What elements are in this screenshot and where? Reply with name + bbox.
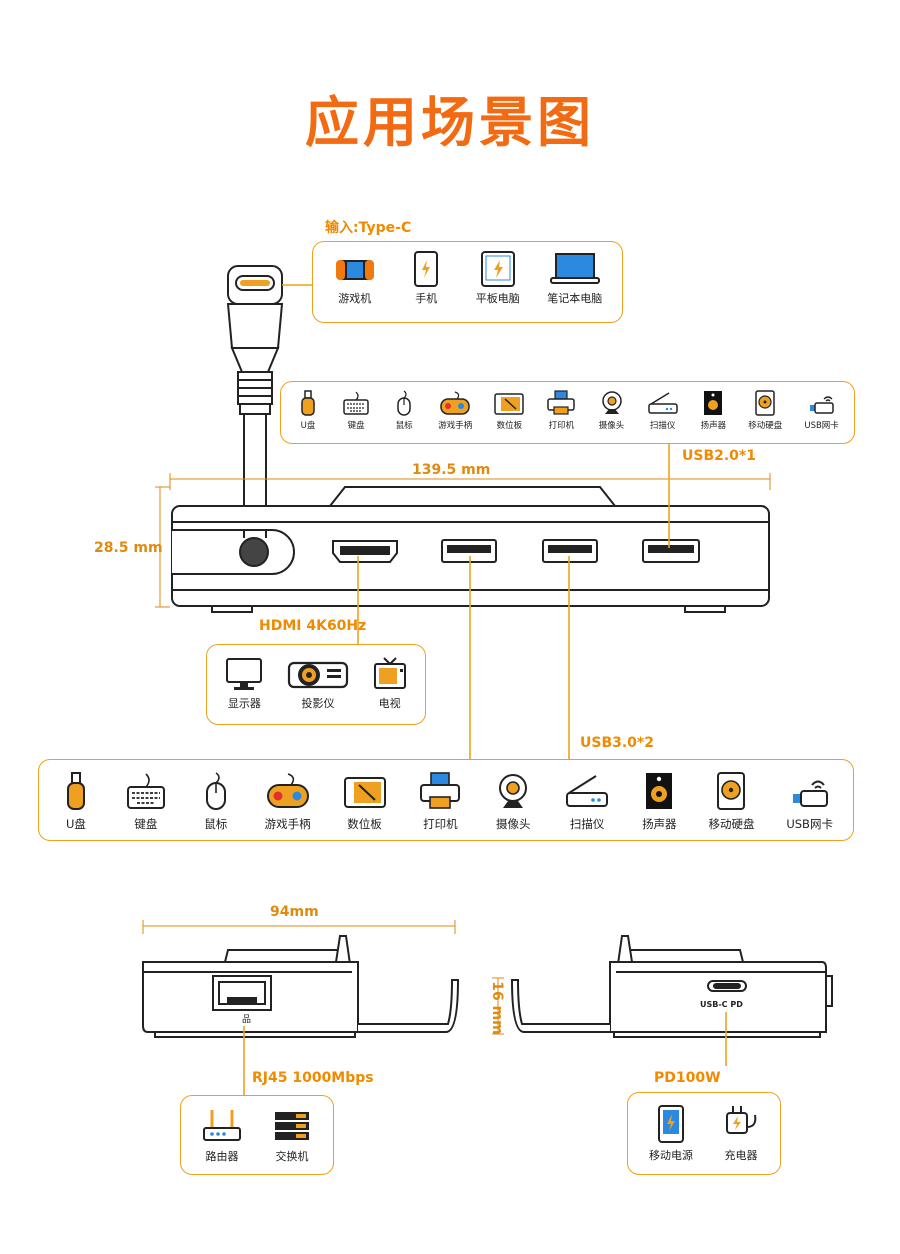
input-item: 游戏机 (333, 252, 377, 306)
hub-front-body (171, 486, 770, 613)
webcam-icon (499, 774, 528, 808)
phone-icon (414, 251, 439, 287)
printer-icon (547, 390, 576, 415)
rj45-devices-box: 路由器 交换机 (180, 1095, 334, 1175)
usb3-devices-box: U盘 键盘 鼠标 游戏手柄 数位板 打印机 摄像头 扫描仪 扬声器 移动硬盘 U… (38, 759, 854, 841)
charger-icon (726, 1106, 757, 1134)
usb2-label: USB2.0*1 (682, 448, 756, 464)
page-title: 应用场景图 (305, 91, 595, 154)
rj45-item: 交换机 (272, 1108, 312, 1164)
pd-item: 移动电源 (649, 1105, 693, 1163)
projector-icon (287, 661, 349, 689)
usb3-item: 键盘 (125, 772, 167, 832)
monitor-icon (226, 658, 263, 690)
usb3-item: 摄像头 (494, 772, 532, 832)
side-width-dimension: 94mm (270, 904, 319, 920)
usb3-item: 打印机 (418, 772, 462, 832)
drawing-tablet-icon (494, 393, 525, 415)
usb3-item: 游戏手柄 (265, 772, 311, 832)
input-devices-box: 游戏机 手机 平板电脑 笔记本电脑 (312, 241, 623, 323)
usb2-item: U盘 (296, 390, 320, 431)
hub-side-pd (510, 935, 833, 1038)
pd-label: PD100W (654, 1070, 721, 1086)
usb2-item: 数位板 (494, 390, 525, 431)
usb-drive-icon (66, 772, 85, 810)
switch-icon (275, 1112, 309, 1140)
power-bank-icon (658, 1105, 684, 1143)
side-height-dimension: 16 mm (488, 981, 505, 1035)
lan-icon: 品 (242, 1014, 251, 1025)
usb-wifi-icon (792, 780, 828, 807)
router-icon (203, 1110, 241, 1141)
hdmi-item: 电视 (372, 657, 408, 711)
usb3-item: 扫描仪 (564, 772, 610, 832)
usb3-item: 移动硬盘 (708, 772, 754, 832)
mouse-icon (205, 772, 226, 810)
usb2-item: 摄像头 (599, 390, 625, 431)
scanner-icon (566, 775, 609, 807)
external-hdd-icon (755, 390, 776, 416)
hdmi-item: 显示器 (224, 657, 264, 711)
tv-icon (373, 657, 406, 689)
usb3-item: U盘 (59, 772, 93, 832)
scanner-icon (647, 392, 678, 414)
usb2-item: 键盘 (342, 390, 370, 431)
usb3-item: USB网卡 (786, 772, 833, 832)
usb3-item: 扬声器 (642, 772, 677, 832)
usb2-item: 鼠标 (392, 390, 416, 431)
pd-port-label: USB-C PD (700, 1000, 743, 1009)
drawing-tablet-icon (343, 777, 386, 808)
input-item: 手机 (404, 251, 448, 306)
usb2-item: 游戏手柄 (438, 390, 472, 431)
usb2-item: 扬声器 (701, 390, 726, 431)
printer-icon (420, 772, 461, 809)
type-c-cable (226, 265, 284, 530)
usb3-label: USB3.0*2 (580, 735, 654, 751)
keyboard-icon (343, 391, 369, 415)
speaker-icon (646, 773, 673, 809)
external-hdd-icon (717, 772, 746, 810)
rj45-label: RJ45 1000Mbps (252, 1070, 374, 1086)
hdmi-label: HDMI 4K60Hz (259, 618, 367, 634)
hdmi-item: 投影仪 (287, 657, 349, 711)
gamepad-icon (440, 391, 471, 415)
input-item: 平板电脑 (476, 251, 520, 306)
usb2-item: 打印机 (546, 390, 576, 431)
usb2-item: 扫描仪 (647, 390, 679, 431)
mouse-icon (397, 390, 411, 416)
gamepad-icon (266, 773, 309, 808)
pd-devices-box: 移动电源 充电器 (627, 1092, 781, 1175)
laptop-icon (549, 253, 600, 284)
keyboard-icon (126, 773, 165, 809)
tablet-icon (480, 251, 515, 287)
hdmi-devices-box: 显示器 投影仪 电视 (206, 644, 426, 725)
usb-drive-icon (301, 390, 315, 416)
usb-wifi-icon (809, 396, 834, 414)
input-item: 笔记本电脑 (547, 252, 602, 306)
width-dimension: 139.5 mm (412, 462, 491, 478)
rj45-item: 路由器 (202, 1108, 242, 1164)
usb2-item: USB网卡 (804, 390, 839, 431)
speaker-icon (704, 391, 723, 415)
game-console-icon (335, 260, 374, 280)
height-dimension: 28.5 mm (94, 540, 163, 556)
usb3-item: 数位板 (343, 772, 387, 832)
pd-item: 充电器 (723, 1105, 759, 1163)
hub-side-rj45 (142, 935, 460, 1038)
usb2-devices-box: U盘 键盘 鼠标 游戏手柄 数位板 打印机 摄像头 扫描仪 扬声器 移动硬盘 U… (280, 381, 855, 444)
usb3-item: 鼠标 (199, 772, 233, 832)
input-label: 输入:Type-C (325, 220, 412, 236)
webcam-icon (601, 391, 622, 414)
usb2-item: 移动硬盘 (748, 390, 782, 431)
